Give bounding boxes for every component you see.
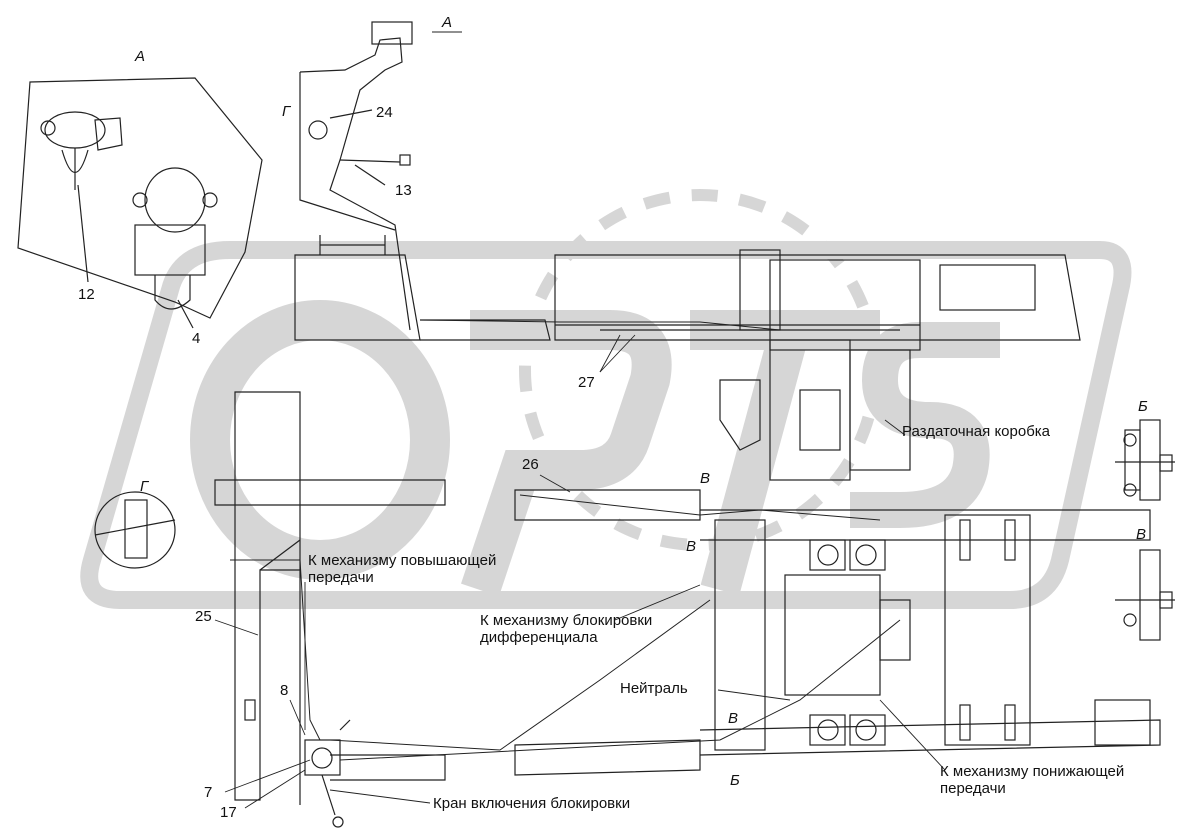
lever-bracket bbox=[299, 21, 413, 331]
neutral-label: Нейтраль bbox=[620, 680, 688, 697]
view-a-arrow-label: А bbox=[442, 14, 453, 31]
section-b bbox=[1115, 419, 1175, 501]
diff-lock-label: К механизму блокировки дифференциала bbox=[480, 612, 653, 646]
lock-valve bbox=[304, 719, 351, 828]
cab-floor bbox=[294, 235, 1081, 341]
transmission bbox=[714, 514, 1151, 751]
view-a-title: А bbox=[135, 48, 146, 65]
callout-12: 12 bbox=[78, 286, 95, 303]
callout-25: 25 bbox=[195, 608, 212, 625]
callout-13: 13 bbox=[395, 182, 412, 199]
section-v bbox=[1115, 549, 1175, 641]
callout-26: 26 bbox=[522, 456, 539, 473]
part-12-lever bbox=[40, 111, 123, 283]
view-g-label: Г bbox=[282, 103, 291, 120]
underdrive-label: К механизму понижающей передачи bbox=[940, 763, 1125, 797]
transfer-case-label: Раздаточная коробка bbox=[902, 423, 1051, 440]
detail-g-title: Г bbox=[140, 478, 149, 495]
detail-g bbox=[94, 491, 176, 569]
view-a-outline bbox=[17, 77, 263, 319]
left-member bbox=[234, 391, 301, 805]
frame-rails bbox=[214, 479, 1161, 781]
section-v-title: В bbox=[1136, 526, 1147, 543]
view-v-marker-3: В bbox=[728, 710, 739, 727]
callout-4: 4 bbox=[192, 330, 201, 347]
callout-8: 8 bbox=[280, 682, 289, 699]
overdrive-label: К механизму повышающей передачи bbox=[308, 552, 497, 586]
callout-7: 7 bbox=[204, 784, 213, 801]
view-v-marker-2: В bbox=[686, 538, 697, 555]
view-v-marker-1: В bbox=[700, 470, 711, 487]
part-4-valve bbox=[132, 167, 218, 329]
section-b-title: Б bbox=[1138, 398, 1148, 415]
callout-24: 24 bbox=[376, 104, 393, 121]
view-b-marker: Б bbox=[730, 772, 740, 789]
callout-17: 17 bbox=[220, 804, 237, 821]
leader-lines bbox=[214, 31, 946, 809]
lock-valve-label: Кран включения блокировки bbox=[433, 795, 631, 812]
callout-27: 27 bbox=[578, 374, 595, 391]
watermark-logo bbox=[80, 189, 1132, 609]
transfer-case bbox=[600, 249, 1036, 481]
